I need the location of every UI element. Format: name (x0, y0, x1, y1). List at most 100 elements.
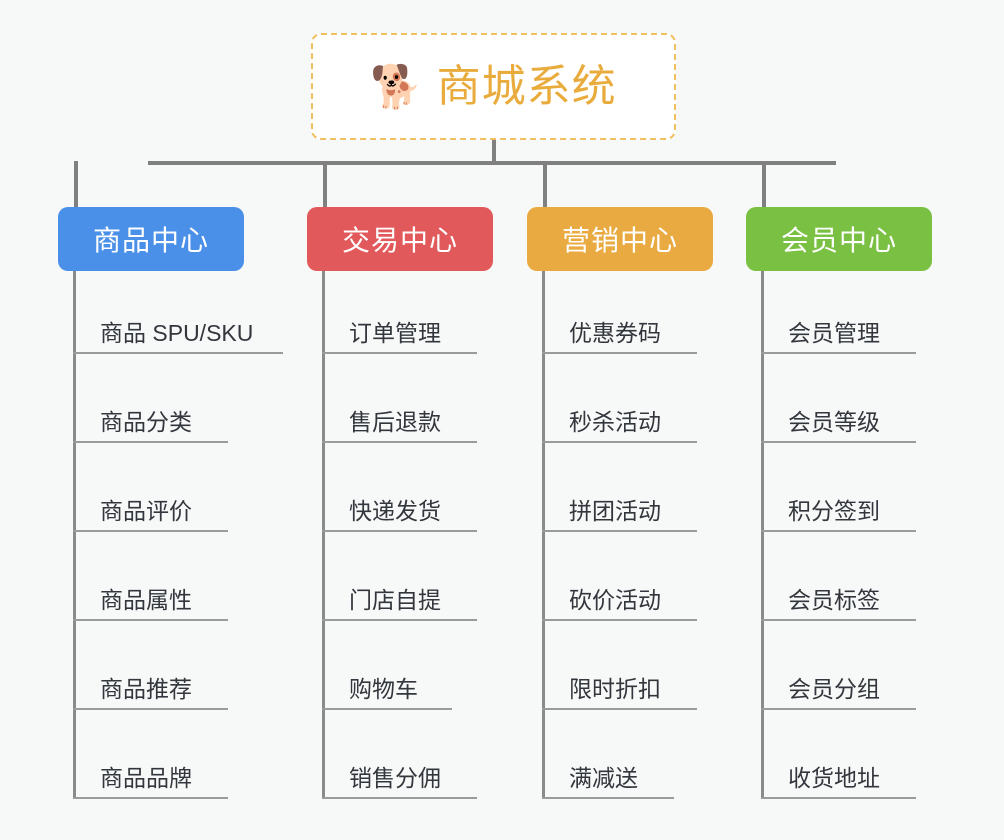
connector-drop-trade-center (323, 161, 327, 207)
connector-root-stem (492, 140, 496, 163)
root-node[interactable]: 🐕 商城系统 (311, 33, 676, 140)
leaf-item-underline (542, 441, 697, 443)
leaf-item-label: 快递发货 (349, 498, 441, 524)
branch-header-marketing-center[interactable]: 营销中心 (527, 207, 713, 271)
leaf-item[interactable]: 商品品牌 (58, 718, 244, 807)
leaf-item-underline (73, 797, 228, 799)
leaf-item-label: 积分签到 (788, 498, 880, 524)
leaf-item-label: 商品分类 (100, 409, 192, 435)
leaf-item-underline (761, 619, 916, 621)
leaf-item-label: 会员等级 (788, 409, 880, 435)
leaf-item-label: 商品评价 (100, 498, 192, 524)
leaf-item[interactable]: 满减送 (527, 718, 713, 807)
leaf-item-label: 满减送 (569, 765, 638, 791)
branch-header-product-center[interactable]: 商品中心 (58, 207, 244, 271)
leaf-item-underline (73, 708, 228, 710)
branch-header-label: 商品中心 (92, 225, 209, 256)
leaf-item-label: 砍价活动 (569, 587, 661, 613)
connector-drop-marketing-center (543, 161, 547, 207)
branch-trade-center: 交易中心订单管理售后退款快递发货门店自提购物车销售分佣 (307, 207, 493, 807)
leaf-item-underline (761, 441, 916, 443)
leaf-item-underline (542, 619, 697, 621)
leaf-item-label: 购物车 (349, 676, 418, 702)
leaf-item-underline (542, 708, 697, 710)
leaf-item[interactable]: 快递发货 (307, 451, 493, 540)
leaf-item[interactable]: 销售分佣 (307, 718, 493, 807)
leaf-item[interactable]: 会员等级 (746, 362, 932, 451)
leaf-item-underline (322, 352, 477, 354)
branch-items-member-center: 会员管理会员等级积分签到会员标签会员分组收货地址 (746, 271, 932, 807)
leaf-item[interactable]: 砍价活动 (527, 540, 713, 629)
leaf-item-label: 商品推荐 (100, 676, 192, 702)
leaf-item[interactable]: 拼团活动 (527, 451, 713, 540)
leaf-item-label: 会员管理 (788, 320, 880, 346)
branch-trunk-line (322, 271, 325, 797)
leaf-item-label: 商品品牌 (100, 765, 192, 791)
connector-drop-product-center (74, 161, 78, 207)
branch-trunk-line (73, 271, 76, 797)
leaf-item[interactable]: 积分签到 (746, 451, 932, 540)
leaf-item-label: 商品 SPU/SKU (100, 320, 254, 346)
leaf-item[interactable]: 会员标签 (746, 540, 932, 629)
leaf-item-underline (73, 352, 283, 354)
leaf-item-underline (322, 797, 477, 799)
branch-header-label: 会员中心 (780, 225, 897, 256)
leaf-item-label: 会员标签 (788, 587, 880, 613)
branch-trunk-line (761, 271, 764, 797)
branch-product-center: 商品中心商品 SPU/SKU 商品分类商品评价商品属性商品推荐商品品牌 (58, 207, 283, 807)
connector-horizontal-bar (148, 161, 836, 165)
leaf-item[interactable]: 售后退款 (307, 362, 493, 451)
leaf-item[interactable]: 商品分类 (58, 362, 244, 451)
leaf-item-label: 销售分佣 (349, 765, 441, 791)
leaf-item-underline (761, 797, 916, 799)
branch-header-label: 营销中心 (561, 225, 678, 256)
shiba-dog-face-icon: 🐕 (370, 62, 423, 110)
leaf-item-label: 商品属性 (100, 587, 192, 613)
branch-items-product-center: 商品 SPU/SKU 商品分类商品评价商品属性商品推荐商品品牌 (58, 271, 283, 807)
leaf-item[interactable]: 会员管理 (746, 273, 932, 362)
leaf-item[interactable]: 商品评价 (58, 451, 244, 540)
root-title: 商城系统 (436, 61, 617, 111)
leaf-item-underline (761, 708, 916, 710)
leaf-item-label: 售后退款 (349, 409, 441, 435)
leaf-item[interactable]: 收货地址 (746, 718, 932, 807)
leaf-item[interactable]: 门店自提 (307, 540, 493, 629)
leaf-item-underline (322, 619, 477, 621)
leaf-item-label: 会员分组 (788, 676, 880, 702)
leaf-item-underline (73, 441, 228, 443)
branch-header-trade-center[interactable]: 交易中心 (307, 207, 493, 271)
leaf-item[interactable]: 商品属性 (58, 540, 244, 629)
leaf-item-label: 收货地址 (788, 765, 880, 791)
branch-items-trade-center: 订单管理售后退款快递发货门店自提购物车销售分佣 (307, 271, 493, 807)
leaf-item-underline (542, 530, 697, 532)
leaf-item[interactable]: 订单管理 (307, 273, 493, 362)
leaf-item-underline (73, 530, 228, 532)
leaf-item-label: 拼团活动 (569, 498, 661, 524)
leaf-item[interactable]: 购物车 (307, 629, 493, 718)
leaf-item-underline (73, 619, 228, 621)
leaf-item-label: 优惠券码 (569, 320, 661, 346)
branch-header-label: 交易中心 (341, 225, 458, 256)
leaf-item-underline (322, 530, 477, 532)
leaf-item[interactable]: 限时折扣 (527, 629, 713, 718)
leaf-item[interactable]: 秒杀活动 (527, 362, 713, 451)
leaf-item[interactable]: 会员分组 (746, 629, 932, 718)
branch-marketing-center: 营销中心优惠券码秒杀活动拼团活动砍价活动限时折扣满减送 (527, 207, 713, 807)
leaf-item[interactable]: 商品推荐 (58, 629, 244, 718)
branch-items-marketing-center: 优惠券码秒杀活动拼团活动砍价活动限时折扣满减送 (527, 271, 713, 807)
leaf-item[interactable]: 优惠券码 (527, 273, 713, 362)
leaf-item-underline (542, 797, 674, 799)
branch-header-member-center[interactable]: 会员中心 (746, 207, 932, 271)
leaf-item-label: 限时折扣 (569, 676, 661, 702)
leaf-item[interactable]: 商品 SPU/SKU (58, 273, 283, 362)
leaf-item-label: 订单管理 (349, 320, 441, 346)
leaf-item-label: 门店自提 (349, 587, 441, 613)
leaf-item-underline (761, 352, 916, 354)
leaf-item-label: 秒杀活动 (569, 409, 661, 435)
leaf-item-underline (322, 708, 452, 710)
branch-member-center: 会员中心会员管理会员等级积分签到会员标签会员分组收货地址 (746, 207, 932, 807)
leaf-item-underline (761, 530, 916, 532)
connector-drop-member-center (762, 161, 766, 207)
branch-trunk-line (542, 271, 545, 797)
